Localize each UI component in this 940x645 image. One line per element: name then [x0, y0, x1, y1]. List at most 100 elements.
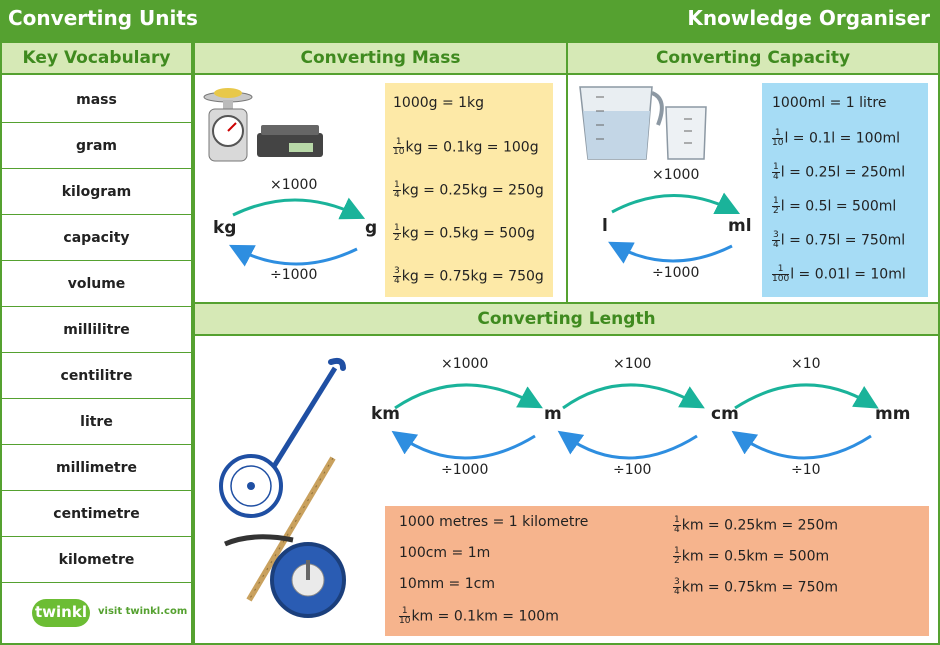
fact-text: 1000ml = 1 litre	[772, 95, 887, 111]
vocab-item-volume: volume	[2, 261, 191, 307]
fact-text: kg = 0.5kg = 500g	[401, 225, 535, 242]
vocab-item-millilitre: millilitre	[2, 307, 191, 353]
fraction-numerator: 1	[673, 546, 681, 557]
converting-mass-heading: Converting Mass	[195, 43, 566, 75]
fact-text: l = 0.75l = 750ml	[780, 232, 906, 249]
mass-unit-kg: kg	[213, 218, 237, 238]
length-multiply-km-m: ×1000	[441, 356, 489, 372]
fraction-denominator: 2	[394, 233, 400, 243]
fact-text: kg = 0.1kg = 100g	[405, 139, 539, 156]
fraction-numerator: 3	[393, 266, 401, 277]
fact-text: km = 0.1km = 100m	[411, 608, 559, 625]
fraction-denominator: 4	[674, 525, 680, 535]
mass-arrows	[229, 197, 366, 267]
length-divide-cm-m: ÷100	[613, 462, 652, 478]
length-unit-m: m	[544, 404, 562, 424]
fraction-numerator: 3	[673, 577, 681, 588]
fraction-denominator: 10	[393, 147, 405, 157]
fact-text: kg = 0.25kg = 250g	[401, 182, 544, 199]
fraction-numerator: 1	[772, 265, 790, 275]
fraction-denominator: 4	[773, 240, 779, 250]
vocab-item-centilitre: centilitre	[2, 353, 191, 399]
converting-mass-panel: Converting Mass ×1000 kg g ÷1000 1000g =…	[193, 41, 568, 304]
vocab-item-capacity: capacity	[2, 215, 191, 261]
vocab-item-kilogram: kilogram	[2, 169, 191, 215]
fact-text: l = 0.5l = 500ml	[780, 198, 897, 215]
capacity-multiply-label: ×1000	[652, 167, 700, 183]
twinkl-logo[interactable]: twinkl visit twinkl.com	[32, 599, 192, 629]
converting-capacity-panel: Converting Capacity ×1000 l ml ÷1000 100…	[566, 41, 940, 304]
fraction-denominator: 4	[674, 587, 680, 597]
length-unit-km: km	[371, 404, 401, 424]
fact-text: km = 0.75km = 750m	[681, 579, 839, 596]
length-multiply-m-cm: ×100	[613, 356, 652, 372]
fraction-numerator: 1	[772, 196, 780, 207]
fraction-denominator: 4	[394, 276, 400, 286]
fraction-numerator: 1	[673, 515, 681, 526]
mass-divide-label: ÷1000	[270, 267, 318, 283]
fact-text: l = 0.01l = 10ml	[790, 266, 906, 283]
fact-line: 100cm = 1m	[399, 545, 490, 561]
fraction-denominator: 4	[394, 190, 400, 200]
fact-text: 1000 metres = 1 kilometre	[399, 514, 589, 530]
scales-illustration	[203, 88, 323, 162]
length-multiply-cm-mm: ×10	[791, 356, 821, 372]
title-bar: Converting Units Knowledge Organiser	[0, 0, 940, 41]
capacity-unit-ml: ml	[728, 216, 752, 236]
fraction-numerator: 1	[393, 180, 401, 191]
fact-text: l = 0.25l = 250ml	[780, 164, 906, 181]
fraction-numerator: 1	[393, 138, 405, 148]
key-vocabulary-heading: Key Vocabulary	[2, 43, 191, 75]
mass-multiply-label: ×1000	[270, 177, 318, 193]
converting-length-panel: Converting Length ×1000 ×100 ×10 km m cm…	[193, 302, 940, 645]
trundle-wheel-and-tape-illustration	[219, 357, 346, 618]
capacity-divide-label: ÷1000	[652, 265, 700, 281]
fact-line: 1000 metres = 1 kilometre	[399, 514, 588, 530]
twinkl-url[interactable]: visit twinkl.com	[98, 606, 188, 617]
fraction-denominator: 100	[772, 274, 790, 284]
page-title: Converting Units	[8, 6, 198, 30]
vocab-item-millimetre: millimetre	[2, 445, 191, 491]
fraction-numerator: 3	[772, 230, 780, 241]
fact-text: kg = 0.75kg = 750g	[401, 268, 544, 285]
fact-text: km = 0.5km = 500m	[681, 548, 830, 565]
fraction-numerator: 1	[772, 129, 784, 139]
length-unit-mm: mm	[875, 404, 911, 424]
fraction-denominator: 4	[773, 172, 779, 182]
vocab-item-centimetre: centimetre	[2, 491, 191, 537]
fact-line: 10mm = 1cm	[399, 576, 495, 592]
fact-text: 1000g = 1kg	[393, 95, 485, 111]
page-subtitle: Knowledge Organiser	[687, 6, 930, 30]
mass-unit-g: g	[365, 218, 378, 238]
fraction-numerator: 1	[399, 607, 411, 617]
fact-text: 100cm = 1m	[399, 545, 491, 561]
vocab-item-gram: gram	[2, 123, 191, 169]
length-unit-cm: cm	[711, 404, 739, 424]
fact-line: 1000g = 1kg	[393, 95, 484, 111]
fraction-numerator: 1	[393, 223, 401, 234]
